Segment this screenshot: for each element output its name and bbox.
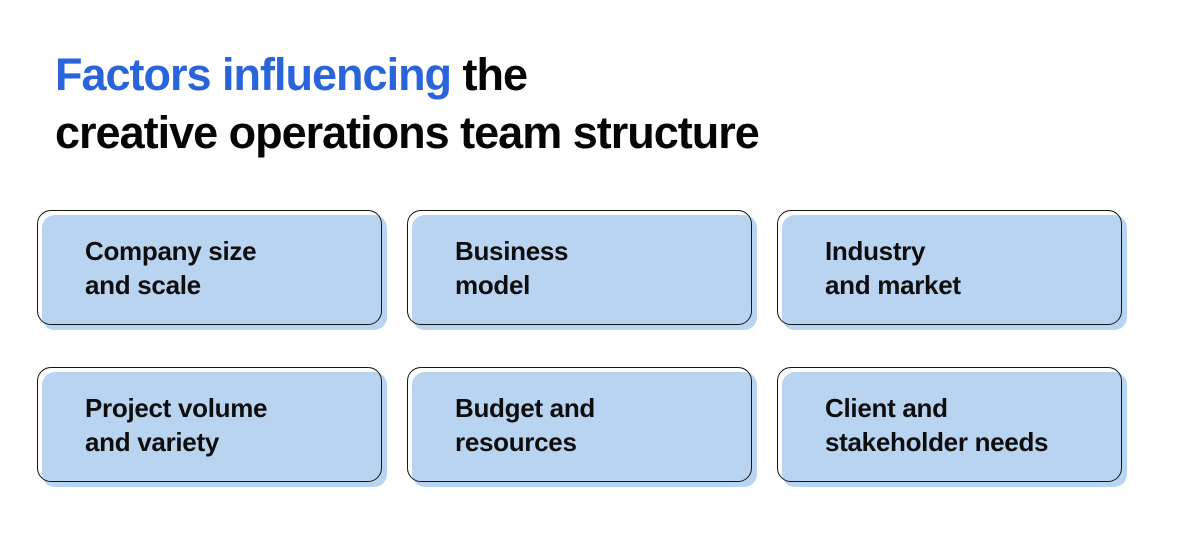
card-shadow xyxy=(42,372,387,487)
card-outline xyxy=(407,367,752,482)
card-shadow xyxy=(412,372,757,487)
page-title: Factors influencing the creative operatio… xyxy=(55,46,760,162)
card-outline xyxy=(407,210,752,325)
card-outline xyxy=(777,210,1122,325)
card-shadow xyxy=(782,215,1127,330)
title-rest: the xyxy=(451,49,529,100)
card-shadow xyxy=(412,215,757,330)
title-line2: creative operations team structure xyxy=(55,107,760,158)
card-outline xyxy=(777,367,1122,482)
card-shadow xyxy=(782,372,1127,487)
card-shadow xyxy=(42,215,387,330)
card-outline xyxy=(37,367,382,482)
card-outline xyxy=(37,210,382,325)
title-highlight: Factors influencing xyxy=(55,49,452,100)
